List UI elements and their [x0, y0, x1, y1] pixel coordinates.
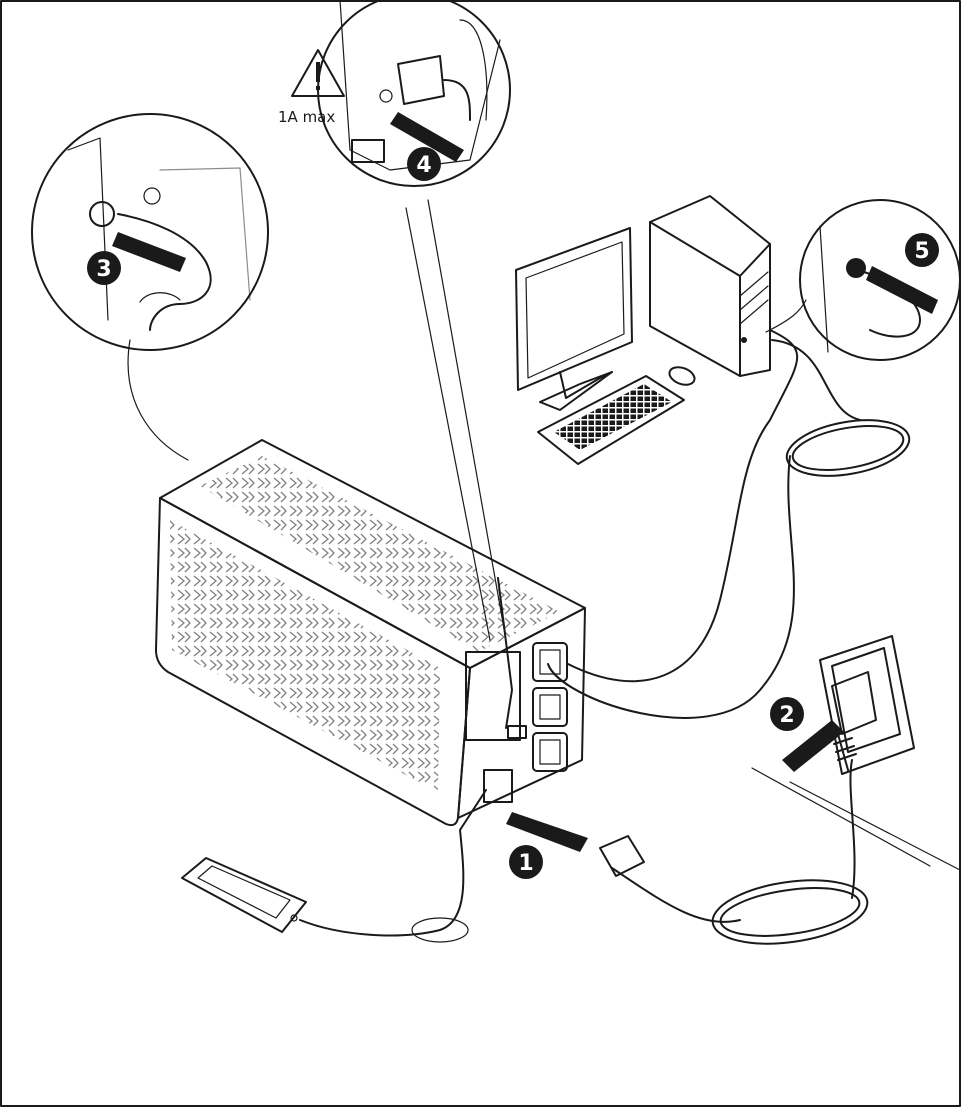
step-5-number: 5 [914, 239, 929, 264]
output-sockets [533, 643, 567, 771]
warning-text: 1A max [278, 108, 335, 126]
computer-tower [650, 196, 770, 376]
step-2-number: 2 [779, 703, 794, 728]
step-3-number: 3 [96, 257, 111, 282]
zoom-callout-computer-power [766, 200, 960, 360]
ups-power-plug [600, 836, 644, 876]
ups-unit [156, 440, 585, 825]
step-badge-5: 5 [905, 233, 939, 267]
step-badge-4: 4 [407, 147, 441, 181]
step-badge-2: 2 [770, 697, 804, 731]
wall-outlet [820, 636, 914, 774]
step-badge-1: 1 [509, 845, 543, 879]
step-1-number: 1 [518, 851, 533, 876]
usb-port [508, 726, 526, 738]
monitor [516, 228, 632, 410]
smartphone [182, 858, 306, 932]
zoom-callout-power-button [32, 114, 268, 460]
input-socket [484, 770, 512, 802]
keyboard [538, 376, 684, 464]
arrow-step-5 [866, 266, 938, 314]
step-4-number: 4 [416, 153, 431, 178]
arrow-step-1 [506, 812, 588, 852]
arrow-step-3 [112, 232, 186, 272]
warning-sign: 1A max [278, 50, 344, 126]
step-badge-3: 3 [87, 251, 121, 285]
mouse [667, 364, 697, 388]
floor-lines [752, 768, 960, 870]
